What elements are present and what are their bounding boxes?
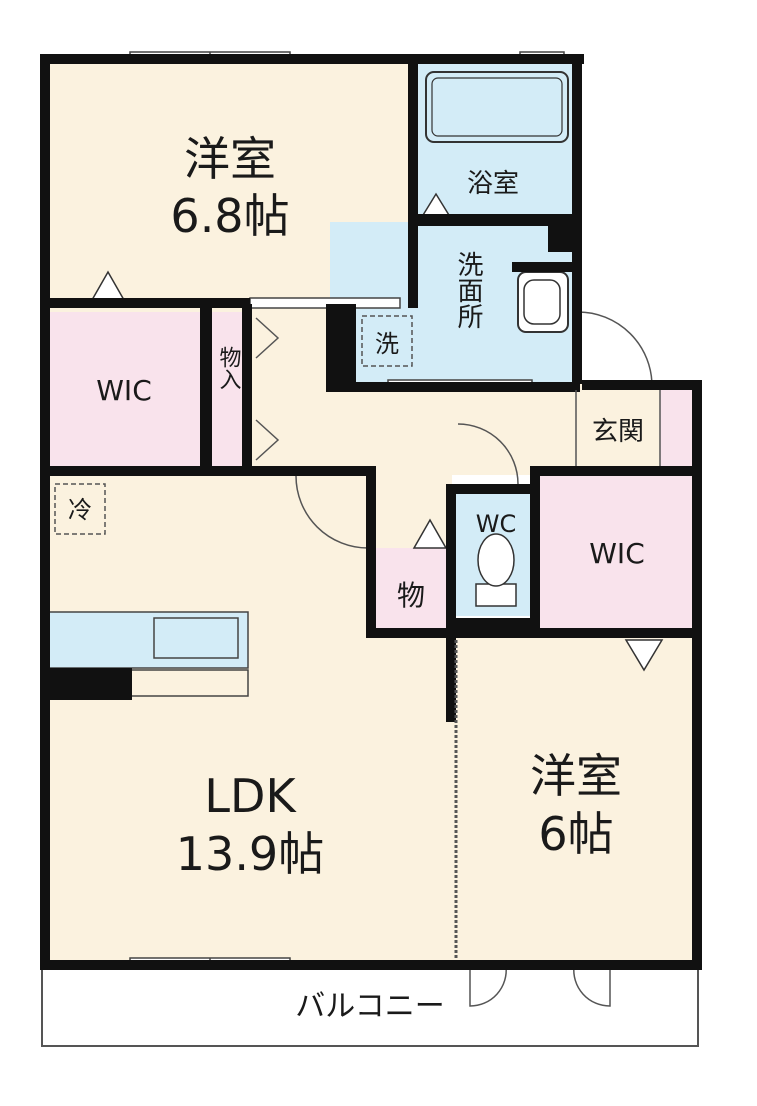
storage-small-door-arrow <box>412 518 448 549</box>
entrance-door-swing <box>577 311 653 387</box>
balcony-label-bg <box>272 984 468 1024</box>
bathroom-label: 浴室 <box>467 169 519 199</box>
toilet-tank <box>475 583 517 607</box>
wic-east-floor <box>540 476 694 632</box>
toilet-label: WC <box>476 510 517 538</box>
bedroom-south-door-arrow <box>624 639 664 672</box>
entrance-storage-floor <box>660 388 694 468</box>
fridge-space <box>54 483 106 535</box>
walls <box>40 54 702 970</box>
wic-west-floor <box>48 312 200 468</box>
ldk-floor <box>40 468 452 962</box>
ldk-label: LDK <box>204 769 297 823</box>
ldk-size: 13.9帖 <box>176 827 324 881</box>
bedroom-north-label: 洋室 <box>184 132 276 186</box>
washroom-label: 洗面所 <box>453 251 483 329</box>
entrance-label: 玄関 <box>592 417 644 447</box>
washer-space <box>361 315 413 367</box>
fridge-label: 冷 <box>68 496 92 524</box>
bedroom-south-floor <box>452 632 698 962</box>
ldk-door-swing <box>295 475 369 549</box>
storage-hall-label: 物入 <box>216 346 242 390</box>
balcony-door-right-swing <box>573 965 611 1007</box>
wash-basin-bowl <box>523 279 561 325</box>
storage-small-floor <box>376 548 446 630</box>
wic-east-label: WIC <box>589 537 645 570</box>
bedroom-north-size: 6.8帖 <box>170 189 289 243</box>
wic-west-label: WIC <box>96 374 152 407</box>
counter-back <box>129 669 249 697</box>
storage-small-label: 物 <box>397 579 425 612</box>
entrance-hall-floor <box>373 380 695 475</box>
balcony-door-left-swing <box>469 965 507 1007</box>
storage-hall-floor <box>212 312 244 468</box>
kitchen-sink <box>153 617 239 659</box>
bedroom-south-size: 6帖 <box>538 807 613 861</box>
bathtub-inner <box>431 77 563 137</box>
bedroom-south-label: 洋室 <box>530 749 622 803</box>
storage-door-upper <box>255 317 280 359</box>
toilet-bowl <box>477 533 515 587</box>
washer-label: 洗 <box>375 330 399 358</box>
bathtub <box>425 71 569 143</box>
toilet-door-swing <box>457 423 519 485</box>
storage-door-lower <box>255 419 280 461</box>
balcony-label: バルコニー <box>295 989 444 1024</box>
